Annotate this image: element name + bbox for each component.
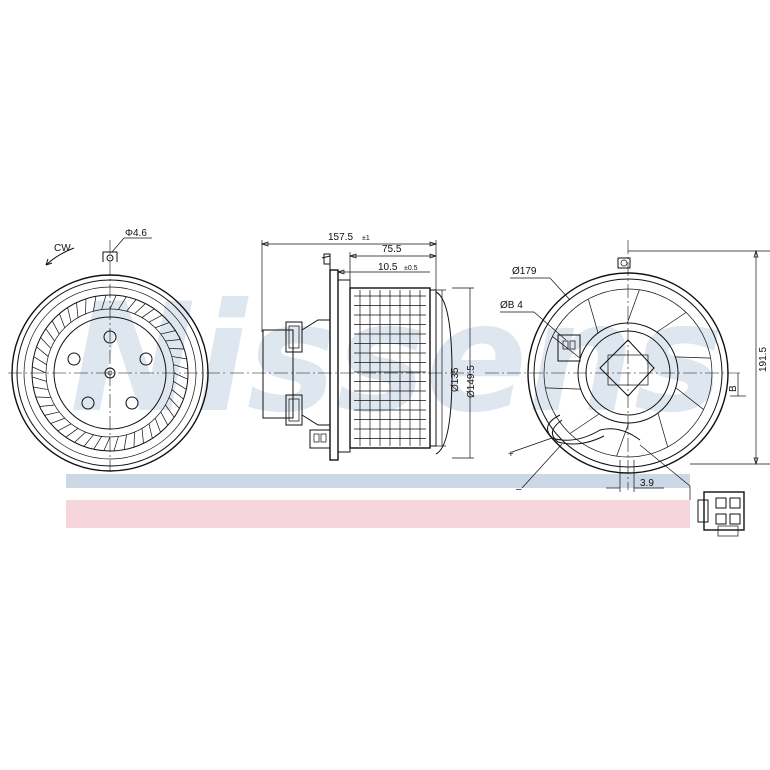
pink-stripe	[66, 500, 690, 528]
hole-dim: ØB 4	[500, 300, 523, 311]
outer-diameter: Ø179	[512, 266, 537, 277]
overall-length: 157.5	[328, 232, 353, 243]
rotation-label: CW	[54, 243, 71, 254]
connector-detail	[697, 491, 745, 537]
minus-label: –	[516, 484, 522, 495]
bolt-dim: Φ4.6	[125, 228, 147, 239]
housing-ribs	[545, 289, 711, 457]
section-label: B	[728, 385, 739, 392]
overall-height: 191.5	[758, 347, 769, 372]
rotation-arrow	[45, 247, 75, 266]
flange-offset: 10.5	[378, 262, 398, 273]
overall-length-tol: ±1	[362, 235, 370, 242]
wheel-blades	[354, 290, 426, 446]
side-view: 157.5 ±1 75.5 10.5 ±0.5 Ø135 Ø149.5	[230, 232, 477, 461]
wheel-length: 75.5	[382, 244, 402, 255]
blue-stripe	[66, 474, 690, 488]
back-view: Ø179 ØB 4 191.5 B + – 3.9	[485, 240, 770, 537]
watermark-text: Nissens	[70, 272, 723, 446]
wheel-diameter: Ø135	[450, 367, 461, 392]
fan-blades	[31, 294, 189, 452]
front-view: CW Φ4.6	[8, 228, 225, 472]
flange-offset-tol: ±0.5	[404, 265, 418, 272]
plus-label: +	[508, 449, 514, 460]
hub-hole	[104, 367, 116, 379]
housing-diameter: Ø149.5	[466, 365, 477, 398]
terminal-dim: 3.9	[640, 478, 654, 489]
